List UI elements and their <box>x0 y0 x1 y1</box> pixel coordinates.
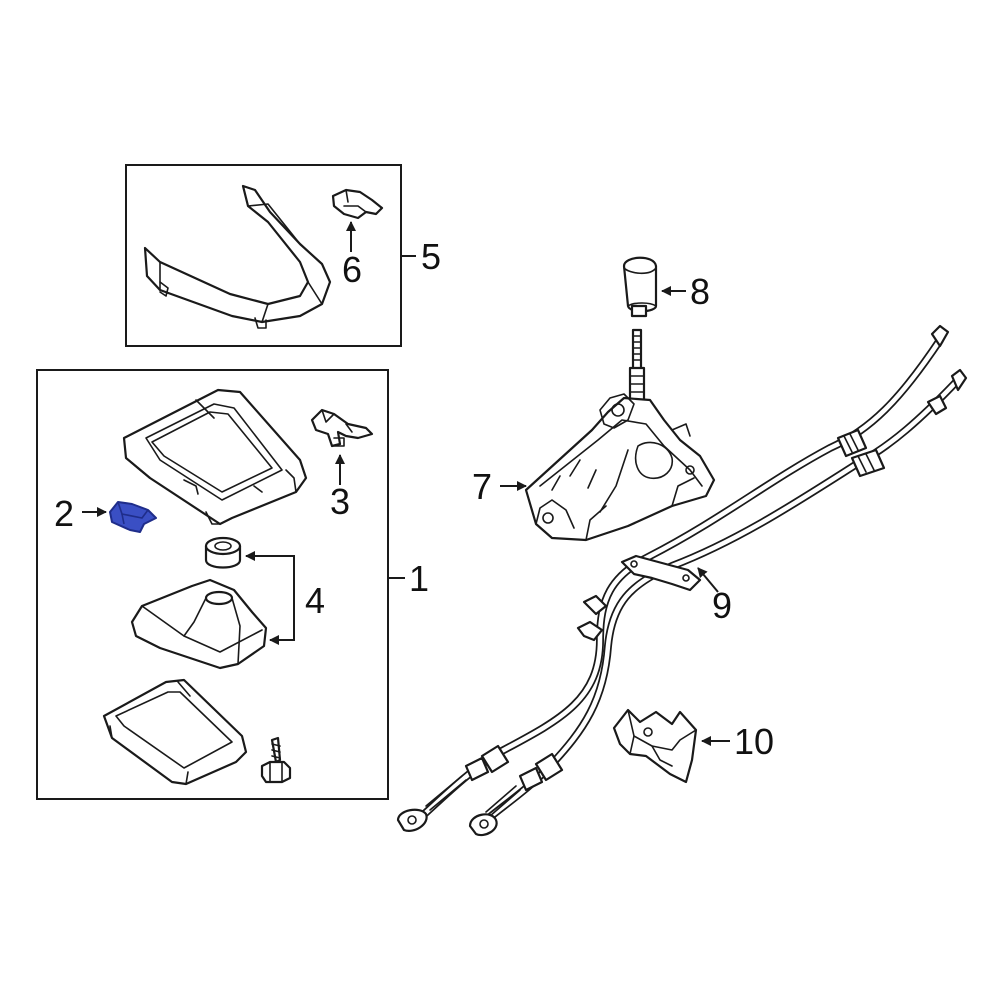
callout-4: 4 <box>305 580 325 621</box>
callout-9-leader <box>697 567 719 593</box>
callout-3: 3 <box>330 481 350 522</box>
shift-cable-assembly[interactable] <box>396 324 968 837</box>
boot-grommet[interactable] <box>204 536 242 569</box>
callout-9: 9 <box>712 585 732 626</box>
console-clip-highlighted[interactable] <box>109 501 157 533</box>
shift-boot[interactable] <box>130 578 268 670</box>
shifter-assembly[interactable] <box>524 393 716 542</box>
shift-knob[interactable] <box>622 256 658 318</box>
bezel-bracket[interactable] <box>310 408 374 448</box>
lower-trim-frame[interactable] <box>102 678 248 786</box>
console-trim-panel[interactable] <box>143 184 332 329</box>
callout-8: 8 <box>690 271 710 312</box>
callout-6: 6 <box>342 249 362 290</box>
callout-7: 7 <box>472 466 492 507</box>
trim-clip[interactable] <box>331 188 384 220</box>
callout-1: 1 <box>409 558 429 599</box>
callout-2: 2 <box>54 493 74 534</box>
cable-bracket[interactable] <box>612 708 698 784</box>
mounting-bolt[interactable] <box>260 736 292 784</box>
shifter-lever[interactable] <box>628 328 646 402</box>
console-group-box <box>36 369 405 800</box>
callout-5: 5 <box>421 236 441 277</box>
shifter-bezel[interactable] <box>122 388 308 526</box>
callout-10: 10 <box>734 721 774 762</box>
trim-panel-group-box <box>125 164 416 347</box>
callout-4-leaders <box>245 551 295 645</box>
